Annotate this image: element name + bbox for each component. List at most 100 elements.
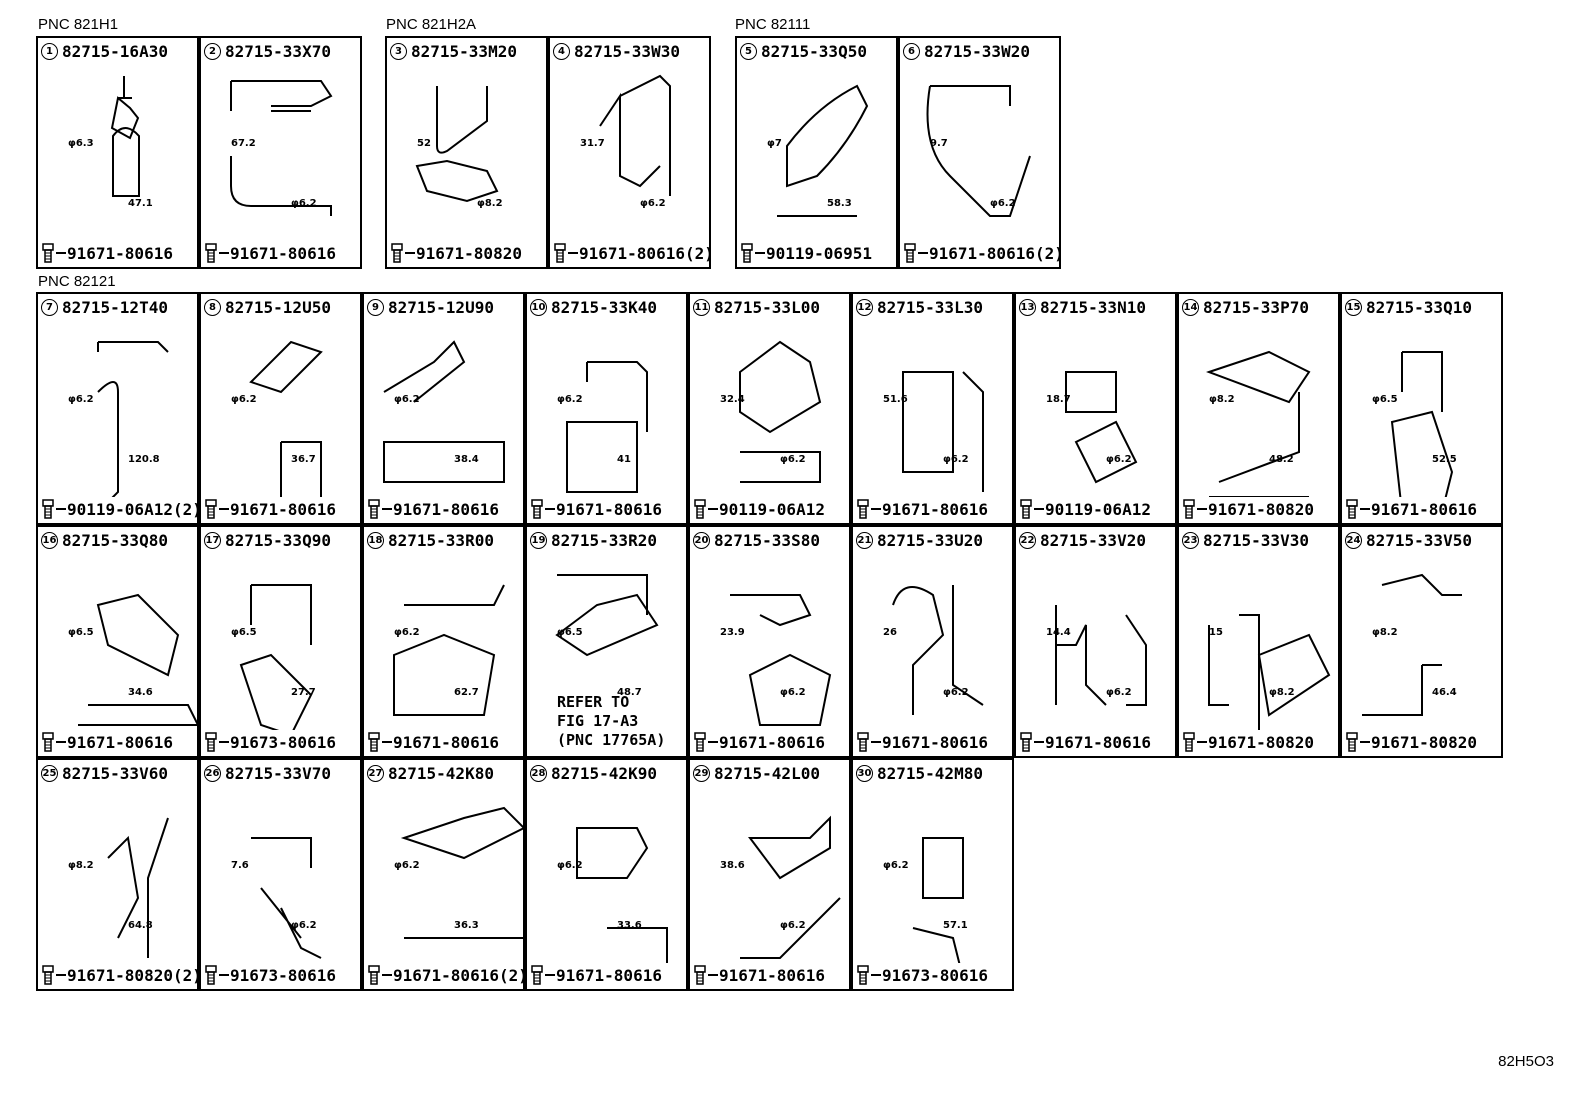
part-number[interactable]: 82715-33R20 (551, 531, 657, 550)
part-number[interactable]: 82715-12T40 (62, 298, 168, 317)
part-number[interactable]: 82715-33R00 (388, 531, 494, 550)
bolt-callout[interactable]: 91671-80616 (694, 732, 825, 752)
bolt-part-number[interactable]: 91671-80616 (230, 243, 336, 263)
part-number[interactable]: 82715-42M80 (877, 764, 983, 783)
bolt-part-number[interactable]: 91671-80820 (1208, 499, 1314, 519)
bolt-callout[interactable]: 91671-80616 (368, 732, 499, 752)
bolt-callout[interactable]: 90119-06A12 (1020, 499, 1151, 519)
bolt-part-number[interactable]: 91673-80616 (230, 732, 336, 752)
bolt-callout[interactable]: 91671-80616 (857, 499, 988, 519)
bolt-part-number[interactable]: 91671-80820 (416, 243, 522, 263)
part-number[interactable]: 82715-33K40 (551, 298, 657, 317)
part-number[interactable]: 82715-33V20 (1040, 531, 1146, 550)
part-number[interactable]: 82715-42K90 (551, 764, 657, 783)
bolt-part-number[interactable]: 90119-06A12(2) (67, 499, 202, 519)
bolt-callout[interactable]: 91673-80616 (205, 965, 336, 985)
bolt-part-number[interactable]: 91671-80616 (1371, 499, 1477, 519)
part-number[interactable]: 82715-33W30 (574, 42, 680, 61)
bolt-callout[interactable]: 91671-80616 (1020, 732, 1151, 752)
bolt-part-number[interactable]: 91671-80616(2) (579, 243, 714, 263)
bolt-callout[interactable]: 91671-80616 (205, 499, 336, 519)
bolt-callout[interactable]: 91673-80616 (857, 965, 988, 985)
part-number[interactable]: 82715-33N10 (1040, 298, 1146, 317)
part-number[interactable]: 82715-42K80 (388, 764, 494, 783)
bolt-part-number[interactable]: 91671-80616 (230, 499, 336, 519)
bolt-callout[interactable]: 91671-80820(2) (42, 965, 202, 985)
bolt-callout[interactable]: 90119-06951 (741, 243, 872, 263)
part-number[interactable]: 82715-33Q50 (761, 42, 867, 61)
bolt-callout[interactable]: 91671-80616 (1346, 499, 1477, 519)
bolt-part-number[interactable]: 90119-06951 (766, 243, 872, 263)
part-number[interactable]: 82715-12U90 (388, 298, 494, 317)
bolt-part-number[interactable]: 91671-80616 (556, 499, 662, 519)
bolt-part-number[interactable]: 91673-80616 (230, 965, 336, 985)
bolt-part-number[interactable]: 91671-80820 (1371, 732, 1477, 752)
bolt-part-number[interactable]: 91671-80616 (556, 965, 662, 985)
bolt-callout[interactable]: 91671-80616(2) (368, 965, 528, 985)
bolt-part-number[interactable]: 91671-80616(2) (929, 243, 1064, 263)
bolt-part-number[interactable]: 91673-80616 (882, 965, 988, 985)
part-number[interactable]: 82715-33M20 (411, 42, 517, 61)
bolt-callout[interactable]: 91671-80616 (368, 499, 499, 519)
bolt-part-number[interactable]: 91671-80616 (393, 732, 499, 752)
part-number[interactable]: 82715-33X70 (225, 42, 331, 61)
part-number[interactable]: 82715-33L00 (714, 298, 820, 317)
bolt-callout[interactable]: 91671-80820 (1346, 732, 1477, 752)
bolt-callout[interactable]: 91673-80616 (205, 732, 336, 752)
bolt-part-number[interactable]: 91671-80820(2) (67, 965, 202, 985)
part-number[interactable]: 82715-42L00 (714, 764, 820, 783)
bolt-callout[interactable]: 91671-80616(2) (904, 243, 1064, 263)
bolt-callout[interactable]: 91671-80616 (42, 243, 173, 263)
part-number[interactable]: 82715-33W20 (924, 42, 1030, 61)
part-number[interactable]: 82715-33Q90 (225, 531, 331, 550)
bolt-part-number[interactable]: 91671-80616(2) (393, 965, 528, 985)
bolt-callout[interactable]: 91671-80820 (1183, 499, 1314, 519)
bolt-callout[interactable]: 91671-80616 (42, 732, 173, 752)
bolt-callout[interactable]: 91671-80616 (857, 732, 988, 752)
bolt-part-number[interactable]: 91671-80616 (882, 499, 988, 519)
part-number[interactable]: 82715-33V30 (1203, 531, 1309, 550)
bolt-part-number[interactable]: 90119-06A12 (719, 499, 825, 519)
bolt-callout[interactable]: 91671-80616 (531, 499, 662, 519)
part-number[interactable]: 82715-33V50 (1366, 531, 1472, 550)
part-number[interactable]: 82715-33Q80 (62, 531, 168, 550)
part-number[interactable]: 82715-33V60 (62, 764, 168, 783)
bolt-part-number[interactable]: 91671-80616 (67, 243, 173, 263)
bolt-callout[interactable]: 91671-80616 (205, 243, 336, 263)
bolt-callout[interactable]: 91671-80616(2) (554, 243, 714, 263)
part-number[interactable]: 82715-16A30 (62, 42, 168, 61)
bolt-callout[interactable]: 90119-06A12 (694, 499, 825, 519)
part-number[interactable]: 82715-33Q10 (1366, 298, 1472, 317)
bolt-part-number[interactable]: 91671-80616 (882, 732, 988, 752)
part-number[interactable]: 82715-33P70 (1203, 298, 1309, 317)
bolt-callout[interactable]: 91671-80820 (1183, 732, 1314, 752)
bolt-part-number[interactable]: 91671-80616 (719, 732, 825, 752)
